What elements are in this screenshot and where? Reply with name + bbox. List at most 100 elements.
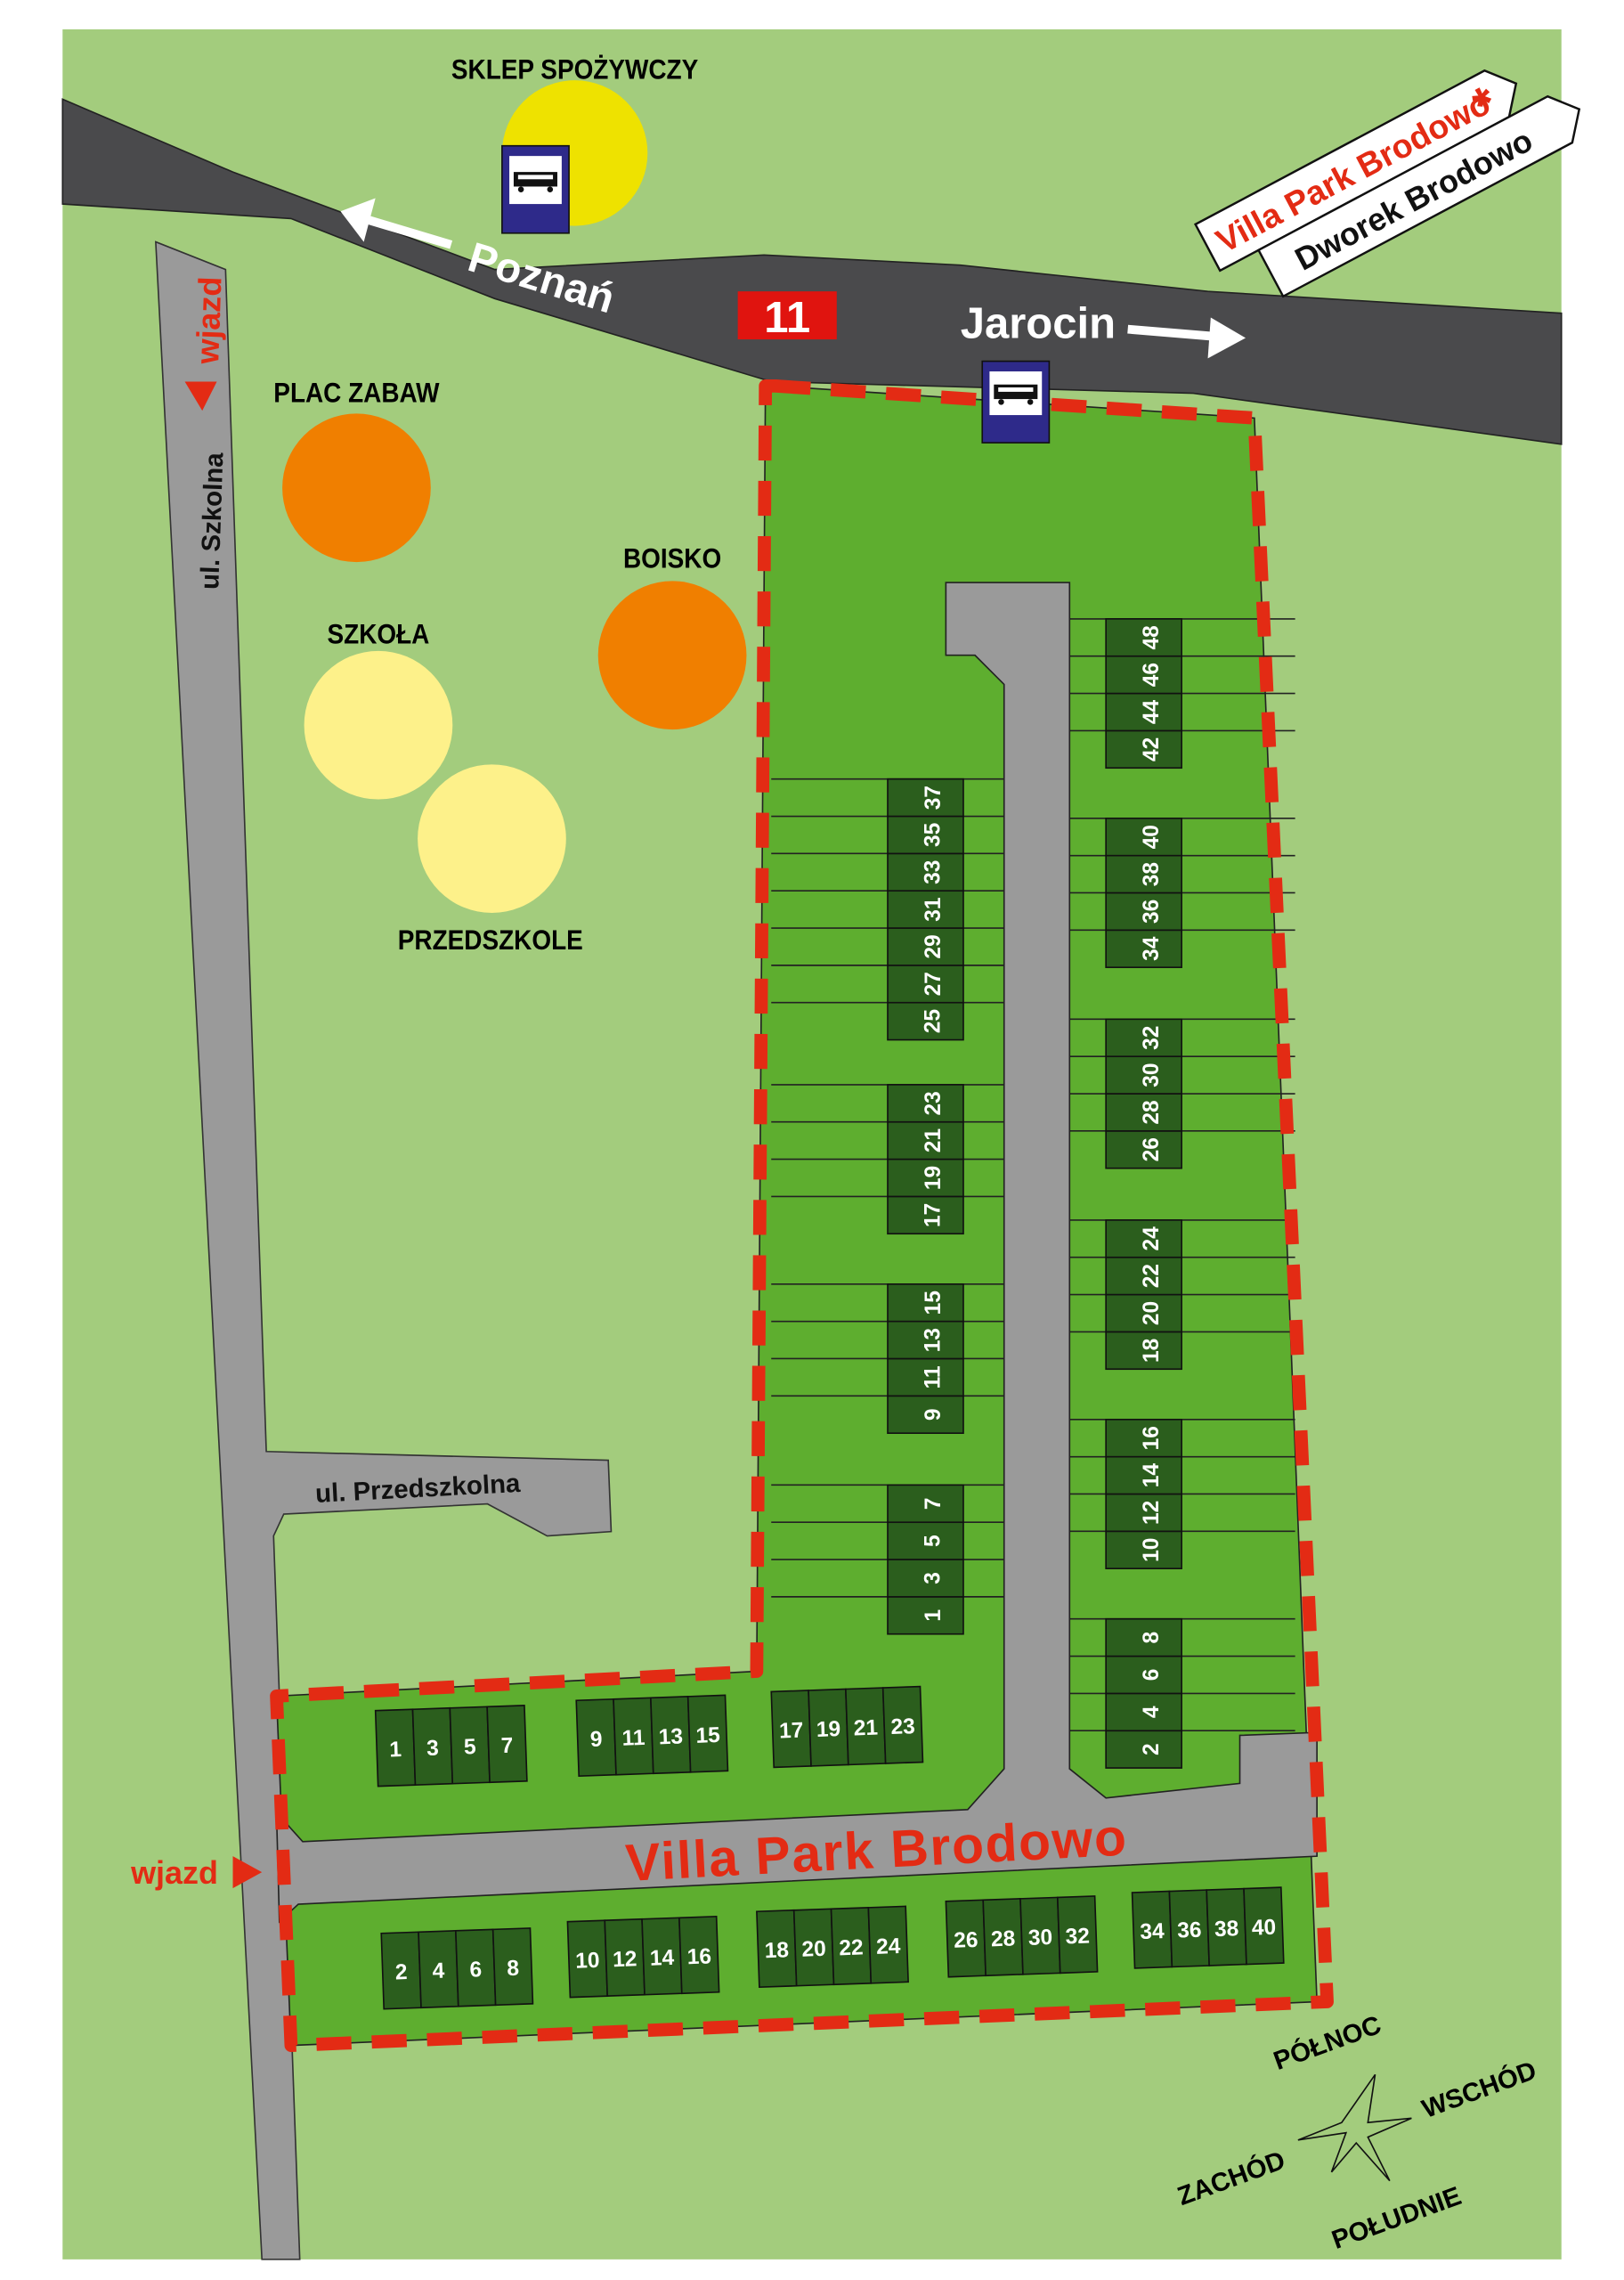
- house-plot-2[interactable]: 2: [380, 1931, 422, 2010]
- house-number: 31: [922, 897, 946, 921]
- house-plot-5[interactable]: 5: [887, 1521, 964, 1560]
- bus-stop-north[interactable]: [501, 144, 570, 234]
- house-number: 5: [463, 1735, 476, 1759]
- house-shape: [1105, 1093, 1182, 1132]
- house-plot-9[interactable]: 9: [575, 1698, 617, 1778]
- pitch-label: BOISKO: [623, 543, 721, 574]
- house-plot-27[interactable]: 27: [887, 965, 964, 1004]
- house-shape: [678, 1915, 720, 1995]
- house-plot-28[interactable]: 28: [1105, 1093, 1182, 1132]
- bus-stop-south[interactable]: [981, 360, 1051, 444]
- house-plot-44[interactable]: 44: [1105, 692, 1182, 732]
- estate-road[interactable]: [275, 582, 1318, 1924]
- house-plot-6[interactable]: 6: [455, 1928, 497, 2007]
- house-plot-14[interactable]: 14: [1105, 1455, 1182, 1495]
- house-plot-9[interactable]: 9: [887, 1395, 964, 1434]
- house-plot-19[interactable]: 19: [887, 1158, 964, 1198]
- house-plot-26[interactable]: 26: [1105, 1130, 1182, 1169]
- house-plot-1[interactable]: 1: [374, 1708, 417, 1787]
- house-plot-11[interactable]: 11: [887, 1357, 964, 1397]
- house-plot-40[interactable]: 40: [1105, 817, 1182, 857]
- house-shape: [887, 1158, 964, 1198]
- house-plot-22[interactable]: 22: [830, 1907, 873, 1986]
- house-plot-36[interactable]: 36: [1168, 1889, 1211, 1968]
- house-plot-4[interactable]: 4: [418, 1929, 459, 2009]
- house-plot-48[interactable]: 48: [1105, 618, 1182, 657]
- house-plot-20[interactable]: 20: [1105, 1293, 1182, 1333]
- house-plot-30[interactable]: 30: [1019, 1896, 1061, 1975]
- house-plot-35[interactable]: 35: [887, 815, 964, 855]
- house-plot-17[interactable]: 17: [887, 1195, 964, 1235]
- house-plot-46[interactable]: 46: [1105, 655, 1182, 695]
- house-shape: [887, 1084, 964, 1123]
- house-plot-29[interactable]: 29: [887, 927, 964, 966]
- house-number: 34: [1140, 1919, 1165, 1944]
- house-plot-38[interactable]: 38: [1206, 1887, 1247, 1966]
- house-plot-34[interactable]: 34: [1105, 929, 1182, 968]
- house-plot-36[interactable]: 36: [1105, 892, 1182, 932]
- house-number: 1: [389, 1738, 402, 1762]
- house-plot-10[interactable]: 10: [566, 1919, 609, 1999]
- pitch-marker[interactable]: [597, 581, 747, 730]
- house-plot-13[interactable]: 13: [887, 1320, 964, 1360]
- house-plot-18[interactable]: 18: [756, 1909, 798, 1989]
- house-number: 36: [1177, 1918, 1202, 1943]
- house-plot-23[interactable]: 23: [887, 1084, 964, 1123]
- house-plot-40[interactable]: 40: [1243, 1886, 1285, 1966]
- house-plot-14[interactable]: 14: [641, 1917, 683, 1996]
- house-plot-17[interactable]: 17: [770, 1690, 812, 1769]
- house-plot-13[interactable]: 13: [650, 1696, 692, 1775]
- house-plot-5[interactable]: 5: [449, 1706, 491, 1785]
- szkolna-street[interactable]: [154, 240, 613, 2260]
- house-shape: [1105, 1130, 1182, 1169]
- house-plot-12[interactable]: 12: [604, 1918, 646, 1997]
- house-plot-15[interactable]: 15: [887, 1282, 964, 1323]
- house-plot-30[interactable]: 30: [1105, 1055, 1182, 1095]
- house-plot-20[interactable]: 20: [792, 1908, 835, 1987]
- house-plot-10[interactable]: 10: [1105, 1530, 1182, 1569]
- house-plot-2[interactable]: 2: [1105, 1730, 1182, 1769]
- house-plot-37[interactable]: 37: [887, 778, 964, 818]
- kindergarten-marker[interactable]: [418, 764, 566, 914]
- house-plot-26[interactable]: 26: [945, 1899, 987, 1978]
- house-plot-12[interactable]: 12: [1105, 1493, 1182, 1533]
- house-plot-19[interactable]: 19: [808, 1688, 849, 1767]
- house-plot-32[interactable]: 32: [1105, 1018, 1182, 1058]
- house-plot-31[interactable]: 31: [887, 890, 964, 929]
- house-plot-25[interactable]: 25: [887, 1001, 964, 1041]
- house-plot-32[interactable]: 32: [1056, 1895, 1099, 1975]
- house-plot-3[interactable]: 3: [887, 1559, 964, 1598]
- house-plot-1[interactable]: 1: [887, 1596, 964, 1635]
- house-number: 40: [1140, 825, 1164, 849]
- house-number: 15: [922, 1291, 946, 1315]
- house-plot-33[interactable]: 33: [887, 852, 964, 892]
- house-plot-18[interactable]: 18: [1105, 1331, 1182, 1371]
- house-plot-24[interactable]: 24: [867, 1905, 909, 1984]
- playground-marker[interactable]: [282, 413, 431, 563]
- house-plot-21[interactable]: 21: [887, 1120, 964, 1160]
- house-plot-23[interactable]: 23: [881, 1685, 924, 1764]
- house-plot-6[interactable]: 6: [1105, 1655, 1182, 1695]
- house-plot-4[interactable]: 4: [1105, 1692, 1182, 1732]
- school-marker[interactable]: [304, 650, 453, 800]
- house-plot-24[interactable]: 24: [1105, 1219, 1182, 1258]
- house-plot-34[interactable]: 34: [1131, 1890, 1173, 1969]
- house-shape: [1105, 1530, 1182, 1569]
- house-plot-38[interactable]: 38: [1105, 854, 1182, 894]
- house-plot-8[interactable]: 8: [1105, 1617, 1182, 1657]
- house-plot-16[interactable]: 16: [678, 1915, 720, 1995]
- house-plot-21[interactable]: 21: [845, 1687, 887, 1766]
- house-plot-3[interactable]: 3: [411, 1706, 454, 1787]
- house-number: 38: [1214, 1917, 1239, 1942]
- house-plot-15[interactable]: 15: [686, 1694, 729, 1773]
- house-plot-22[interactable]: 22: [1105, 1256, 1182, 1296]
- house-plot-7[interactable]: 7: [887, 1484, 964, 1524]
- house-plot-28[interactable]: 28: [982, 1898, 1024, 1977]
- house-plot-16[interactable]: 16: [1105, 1418, 1182, 1458]
- house-plot-11[interactable]: 11: [613, 1697, 654, 1776]
- house-plot-7[interactable]: 7: [486, 1705, 528, 1784]
- house-number: 48: [1140, 625, 1164, 649]
- house-plot-8[interactable]: 8: [491, 1927, 534, 2007]
- house-shape: [486, 1705, 528, 1784]
- house-plot-42[interactable]: 42: [1105, 729, 1182, 770]
